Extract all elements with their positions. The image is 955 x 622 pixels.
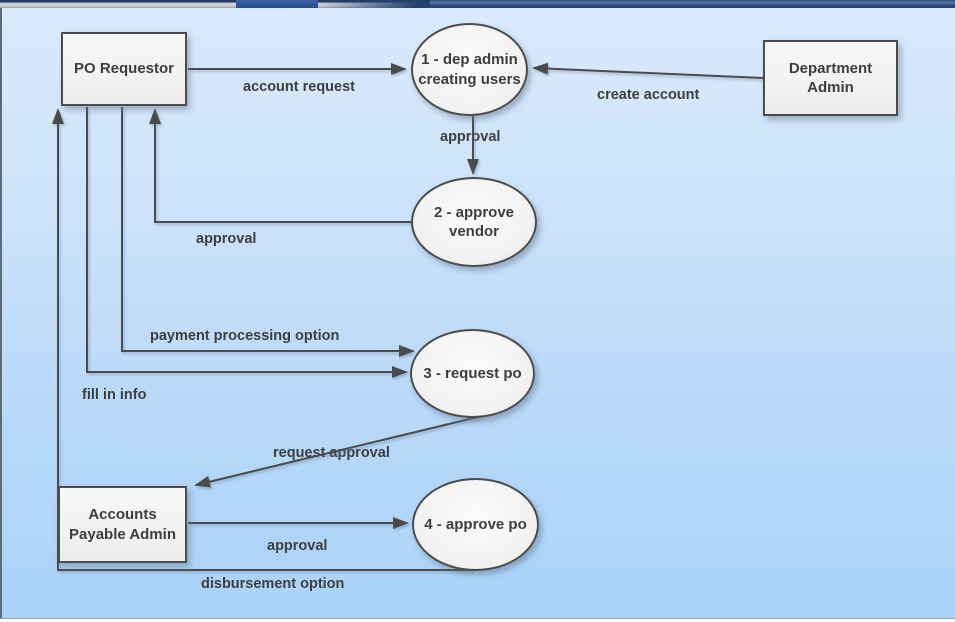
flow-line-payment-processing-option[interactable] [121, 107, 415, 357]
flow-label-create-account[interactable]: create account [597, 87, 700, 103]
flow-line-request-approval[interactable] [194, 415, 483, 488]
window-bottom-margin [0, 619, 955, 622]
flow-line-approval-2-to-po[interactable] [149, 108, 411, 223]
flow-label-approval-2-to-po[interactable]: approval [196, 231, 257, 247]
entity-accounts-payable-admin[interactable]: Accounts Payable Admin [58, 486, 187, 563]
flow-line-fill-in-info[interactable] [86, 107, 408, 378]
process-2-approve-vendor[interactable]: 2 - approve vendor [411, 177, 537, 267]
flow-label-fill-in-info[interactable]: fill in info [82, 387, 147, 403]
flow-label-account-request[interactable]: account request [243, 79, 355, 95]
flow-label-payment-processing-option[interactable]: payment processing option [150, 328, 340, 344]
entity-department-admin-label: Department Admin [788, 59, 873, 97]
top-strip-blue-segment[interactable] [236, 0, 318, 8]
process-3-label: 3 - request po [423, 364, 522, 382]
flow-line-create-account[interactable] [532, 62, 764, 79]
process-4-label: 4 - approve po [424, 515, 527, 533]
window-bottom-edge [0, 618, 955, 619]
process-2-label: 2 - approve vendor [433, 203, 515, 241]
entity-accounts-payable-admin-label: Accounts Payable Admin [69, 506, 176, 543]
entity-po-requestor[interactable]: PO Requestor [61, 32, 187, 106]
flow-label-disbursement-option[interactable]: disbursement option [201, 576, 345, 592]
flow-line-disbursement-option[interactable] [52, 108, 472, 571]
process-1-label: 1 - dep admin creating users [418, 51, 521, 88]
window-top-strip [0, 0, 955, 8]
flow-label-approval-1-to-2[interactable]: approval [440, 129, 501, 145]
entity-po-requestor-label: PO Requestor [73, 60, 175, 78]
entity-department-admin[interactable]: Department Admin [763, 40, 898, 116]
top-strip-gray-segment [0, 0, 236, 8]
top-strip-gray-fade-segment [318, 0, 430, 8]
process-4-approve-po[interactable]: 4 - approve po [412, 478, 539, 571]
process-1-dep-admin-creating-users[interactable]: 1 - dep admin creating users [411, 23, 528, 116]
process-3-request-po[interactable]: 3 - request po [410, 329, 535, 418]
flow-label-approval-ap-to-4[interactable]: approval [267, 538, 328, 554]
